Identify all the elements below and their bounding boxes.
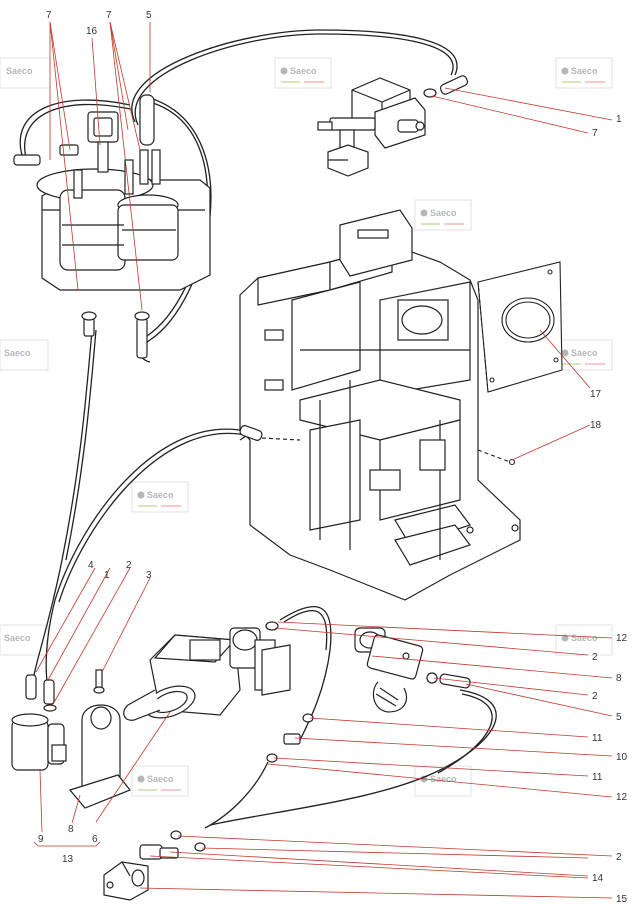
watermark-2: Saeco xyxy=(555,57,613,89)
svg-text:Saeco: Saeco xyxy=(571,348,598,358)
center-down-tube-inner xyxy=(65,329,97,561)
svg-text:Saeco: Saeco xyxy=(430,208,457,218)
callout-2-upper: 2 xyxy=(592,652,598,663)
watermark-4: Saeco xyxy=(414,199,472,231)
coupling-assembly xyxy=(265,621,471,763)
machine-frame xyxy=(239,209,521,601)
bottom-sweep-tube xyxy=(209,689,497,826)
flowmeter-9 xyxy=(11,674,67,771)
boiler-assembly xyxy=(13,94,211,359)
callout-17: 17 xyxy=(590,389,602,400)
steam-pipe xyxy=(139,94,155,146)
watermark-1: Saeco xyxy=(274,57,332,89)
tube-stub xyxy=(13,154,41,166)
left-loop-tube-inner xyxy=(24,103,131,159)
lower-right-tube-inner xyxy=(283,610,328,651)
callout-5-top: 5 xyxy=(146,10,152,21)
callout-7-top-center: 7 xyxy=(106,10,112,21)
pump-assembly xyxy=(123,627,291,721)
leader-lines xyxy=(33,21,613,899)
callout-11-upper: 11 xyxy=(592,733,603,744)
svg-text:Saeco: Saeco xyxy=(290,66,317,76)
short-diag-tube xyxy=(204,761,269,829)
watermark-5: Saeco xyxy=(0,339,49,371)
callout-10: 10 xyxy=(616,752,628,763)
boiler-body xyxy=(59,189,126,271)
callout-18: 18 xyxy=(590,420,602,431)
callout-1-right: 1 xyxy=(616,114,622,125)
callout-8-right: 8 xyxy=(616,673,622,684)
callout-6: 6 xyxy=(92,834,98,845)
callout-7-top-left: 7 xyxy=(46,10,52,21)
callout-16: 16 xyxy=(86,26,98,37)
valve-assembly xyxy=(317,75,469,177)
callout-12-upper: 12 xyxy=(616,633,628,644)
svg-text:Saeco: Saeco xyxy=(571,633,598,643)
side-panel-17 xyxy=(477,261,563,466)
svg-text:Saeco: Saeco xyxy=(4,348,31,358)
callout-8-bottom: 8 xyxy=(68,824,74,835)
svg-text:Saeco: Saeco xyxy=(571,66,598,76)
callout-numbers: 7 16 7 5 1 7 17 18 4 2 1 3 12 2 8 2 5 11… xyxy=(38,10,628,905)
svg-text:Saeco: Saeco xyxy=(147,490,174,500)
callout-14: 14 xyxy=(592,873,604,884)
svg-text:Saeco: Saeco xyxy=(6,66,33,76)
watermark-3: Saeco xyxy=(0,57,51,89)
watermark-8: Saeco xyxy=(131,481,189,513)
pump-bracket-8 xyxy=(68,669,131,809)
left-loop-tube xyxy=(19,99,131,156)
callout-12-lower: 12 xyxy=(616,792,628,803)
callout-2-left: 2 xyxy=(126,560,132,571)
callout-7-right: 7 xyxy=(592,128,598,139)
callout-11-lower: 11 xyxy=(592,772,603,783)
long-sweep-tube xyxy=(45,428,251,691)
callout-13: 13 xyxy=(62,854,74,865)
callout-2-lower: 2 xyxy=(616,852,622,863)
callout-2-middle: 2 xyxy=(592,691,598,702)
callout-9: 9 xyxy=(38,834,44,845)
watermark-12: Saeco xyxy=(131,765,189,797)
callout-5-right: 5 xyxy=(616,712,622,723)
callout-4: 4 xyxy=(88,560,94,571)
svg-text:Saeco: Saeco xyxy=(147,774,174,784)
watermark-7: Saeco xyxy=(555,339,613,371)
svg-text:Saeco: Saeco xyxy=(4,633,31,643)
svg-text:Saeco: Saeco xyxy=(430,774,457,784)
center-down-tube xyxy=(33,329,93,676)
callout-3: 3 xyxy=(146,570,152,581)
top-long-tube xyxy=(131,29,458,123)
frame-stub-tube xyxy=(239,425,301,441)
watermark-11: Saeco xyxy=(555,624,613,656)
callout-15: 15 xyxy=(616,894,628,905)
bottom-sweep-tube-inner xyxy=(437,693,493,774)
callout-1-left: 1 xyxy=(104,570,110,581)
long-sweep-tube-inner xyxy=(58,432,251,603)
bottom-valve-assembly xyxy=(103,830,206,901)
